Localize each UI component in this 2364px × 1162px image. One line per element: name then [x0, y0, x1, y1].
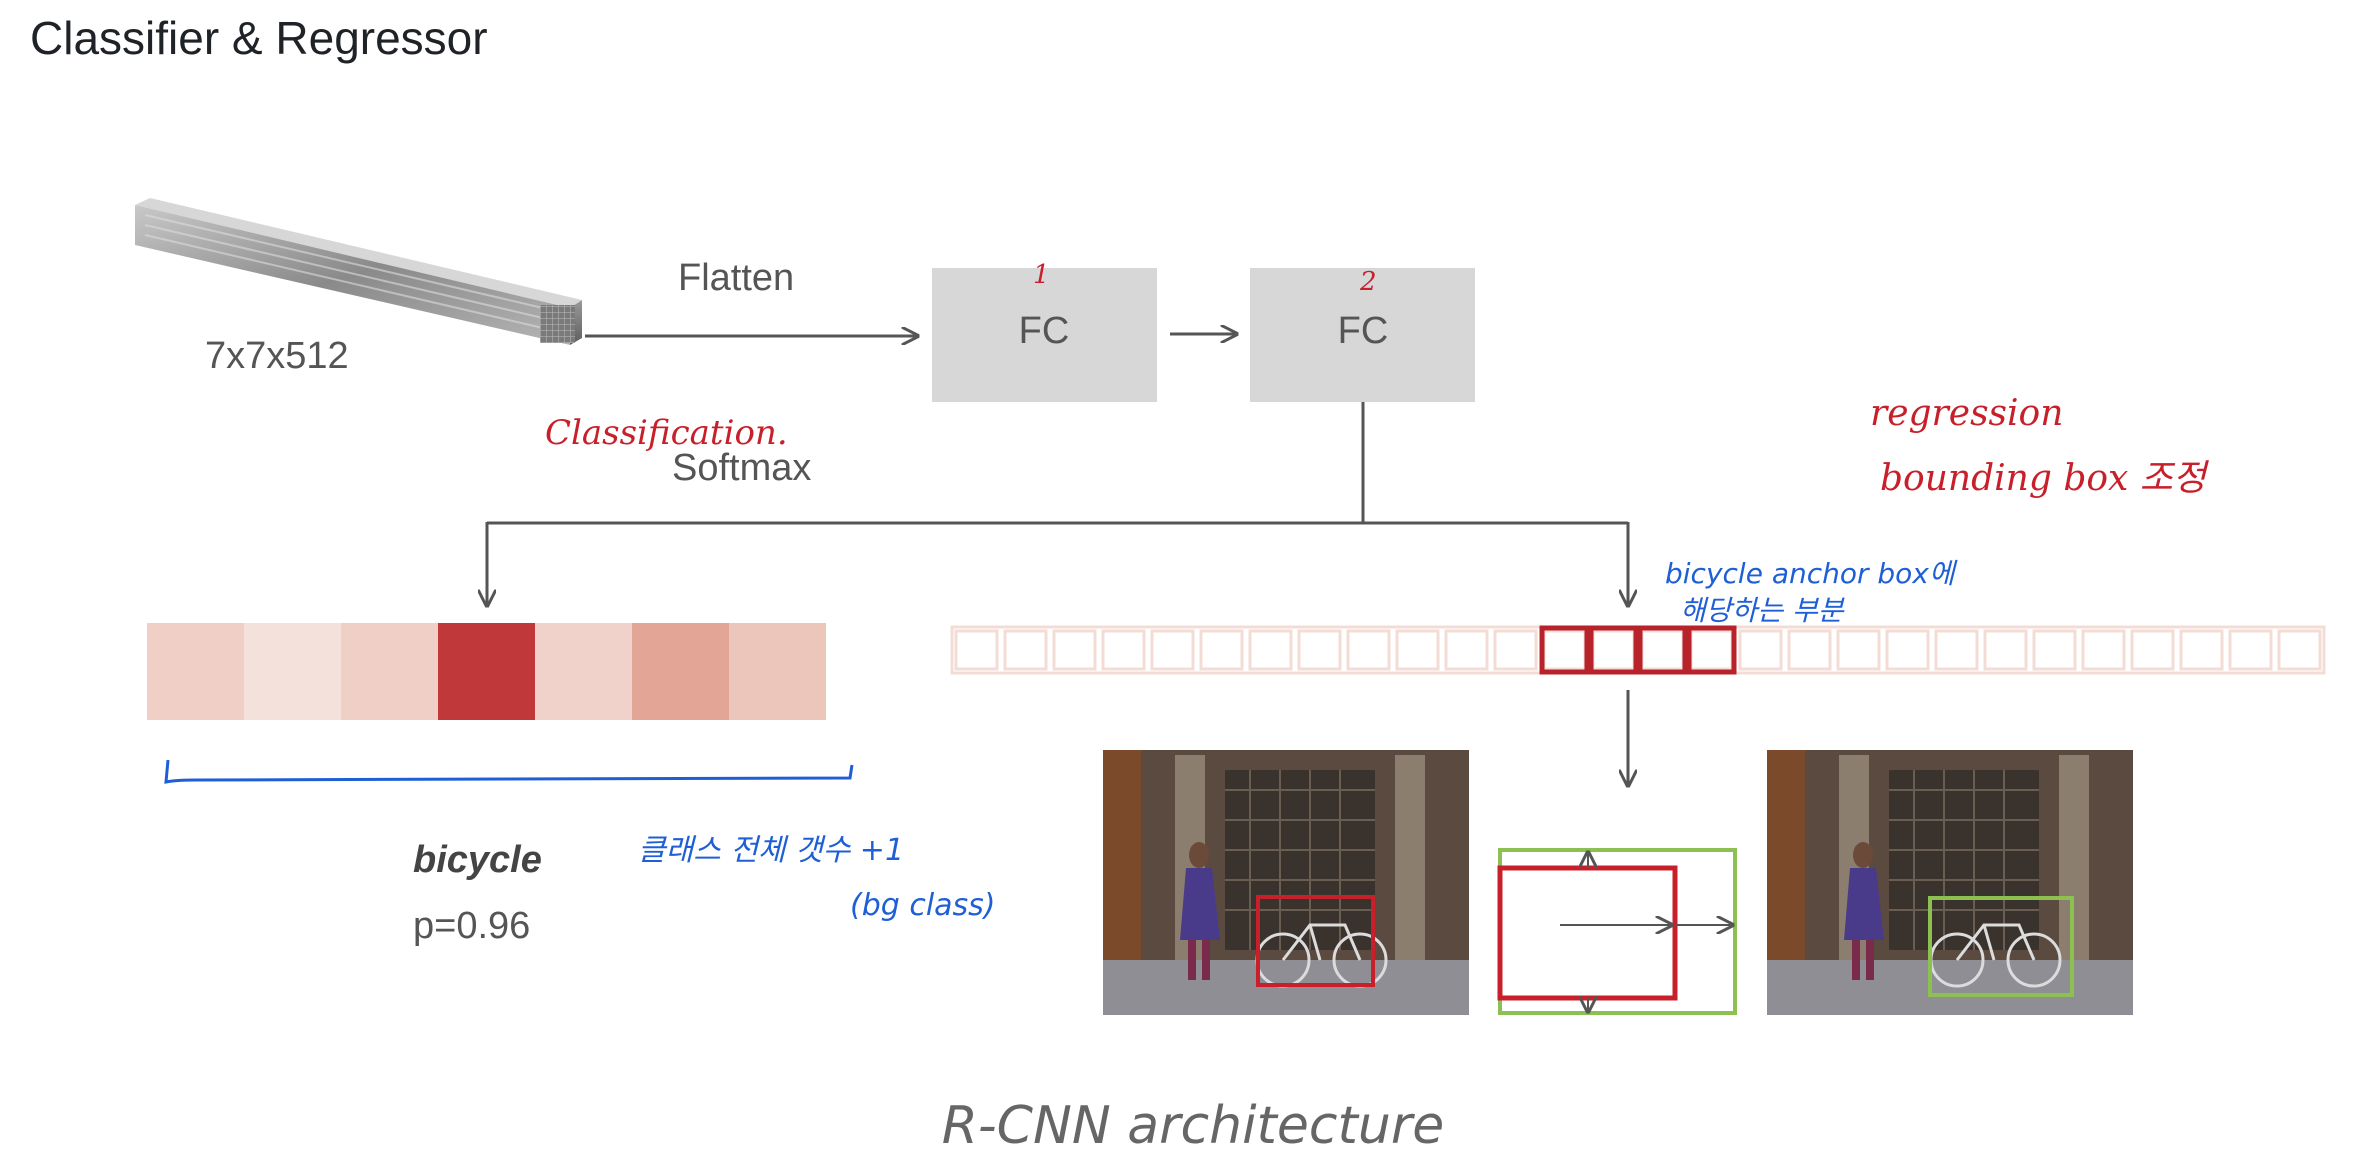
anchor-box-annotation-line1: bicycle anchor box에 [1665, 557, 1958, 590]
regression-cell [2130, 629, 2175, 671]
class-score-cell [341, 623, 438, 720]
branch-lines [487, 402, 1628, 525]
page-title: Classifier & Regressor [30, 12, 488, 64]
diagram-caption: R-CNN architecture [942, 1096, 1444, 1156]
regression-cell [1591, 629, 1636, 671]
class-score-cell [438, 623, 535, 720]
regression-vector [950, 625, 2326, 675]
class-score-cell [729, 623, 826, 720]
probability-label: p=0.96 [413, 905, 530, 947]
regression-cell [1885, 629, 1930, 671]
class-score-bar [147, 623, 826, 720]
anchor-box-cell [1686, 625, 1737, 675]
regression-cell [1101, 629, 1146, 671]
feature-map-label: 7x7x512 [205, 335, 349, 377]
regression-cell [954, 629, 999, 671]
fc2-box [1250, 268, 1475, 402]
photo-after-icon [1767, 750, 2133, 1015]
flatten-label: Flatten [678, 257, 794, 299]
regression-cell [1052, 629, 1097, 671]
feature-map-prism-icon [135, 198, 582, 345]
regression-cell [1444, 629, 1489, 671]
regression-cell [1493, 629, 1538, 671]
regression-cell [1150, 629, 1195, 671]
class-count-brace [164, 759, 854, 784]
classification-annotation: Classification. [545, 413, 788, 453]
bbox-adjust-diagram [1497, 848, 1737, 1015]
photo-before-icon [1103, 750, 1469, 1015]
regression-cell [1395, 629, 1440, 671]
regression-cell [1738, 629, 1783, 671]
fc1-index-annotation: 1 [1033, 260, 1050, 290]
regression-cell [2179, 629, 2224, 671]
fc1-box [932, 268, 1157, 402]
fc2-index-annotation: 2 [1359, 267, 1377, 297]
regression-cell [2032, 629, 2077, 671]
bg-class-annotation: (bg class) [850, 888, 996, 923]
regression-cell [1787, 629, 1832, 671]
regression-cell [1934, 629, 1979, 671]
regression-cell [1199, 629, 1244, 671]
regression-cell [1836, 629, 1881, 671]
regression-cell [2081, 629, 2126, 671]
regression-cell [2228, 629, 2273, 671]
class-count-annotation: 클래스 전체 갯수 +1 [638, 833, 904, 868]
class-score-cell [535, 623, 632, 720]
regression-cell [1640, 629, 1685, 671]
class-score-cell [632, 623, 729, 720]
anchor-box-cell [1539, 625, 1590, 675]
regression-cell [1983, 629, 2028, 671]
regression-cell [1346, 629, 1391, 671]
regression-cell [1689, 629, 1734, 671]
regression-cell [1542, 629, 1587, 671]
regression-annotation: regression [1870, 393, 2063, 434]
predicted-class-label: bicycle [413, 839, 542, 881]
class-score-cell [147, 623, 244, 720]
anchor-box-cell [1588, 625, 1639, 675]
anchor-box-cell [1637, 625, 1688, 675]
anchor-box-annotation-line2: 해당하는 부분 [1680, 594, 1845, 627]
regression-cell [2277, 629, 2322, 671]
fc1-label: FC [1019, 310, 1070, 352]
regression-cell [1003, 629, 1048, 671]
bbox-adjust-annotation: bounding box 조정 [1880, 458, 2210, 499]
softmax-label: Softmax [672, 447, 811, 489]
regression-cell [1248, 629, 1293, 671]
class-score-cell [244, 623, 341, 720]
regression-cell [1297, 629, 1342, 671]
fc2-label: FC [1338, 310, 1389, 352]
